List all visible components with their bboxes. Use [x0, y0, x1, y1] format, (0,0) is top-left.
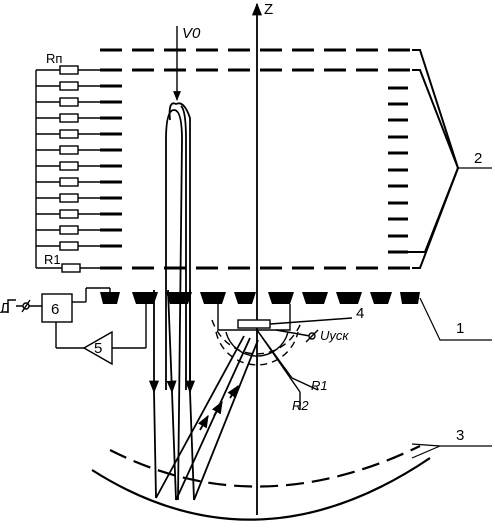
label-z: Z [264, 1, 273, 18]
label-r1-radius: R1 [311, 378, 328, 393]
top-dashed-electrodes [100, 48, 412, 270]
label-u-acc: Uуск [320, 328, 349, 343]
label-6: 6 [51, 301, 59, 318]
bottom-electrode-segments [100, 292, 420, 304]
resistor-chain [35, 65, 122, 273]
leader-line-1 [419, 297, 492, 341]
ion-trajectories [148, 102, 259, 501]
right-electrode-dashes [388, 86, 408, 254]
label-1: 1 [456, 320, 464, 337]
control-circuit [2, 287, 147, 366]
label-4: 4 [356, 305, 364, 322]
label-2: 2 [474, 150, 482, 167]
label-3: 3 [456, 427, 464, 444]
label-r2-radius: R2 [292, 398, 309, 413]
detector-assembly [211, 304, 353, 410]
label-rn: Rп [46, 51, 62, 66]
label-5: 5 [94, 340, 102, 357]
label-r1-chain: R1 [44, 252, 61, 267]
leader-lines-2 [400, 49, 492, 269]
label-v0: V0 [182, 25, 201, 42]
mirror-arcs [91, 443, 492, 521]
label-pulse: Л [0, 300, 10, 317]
